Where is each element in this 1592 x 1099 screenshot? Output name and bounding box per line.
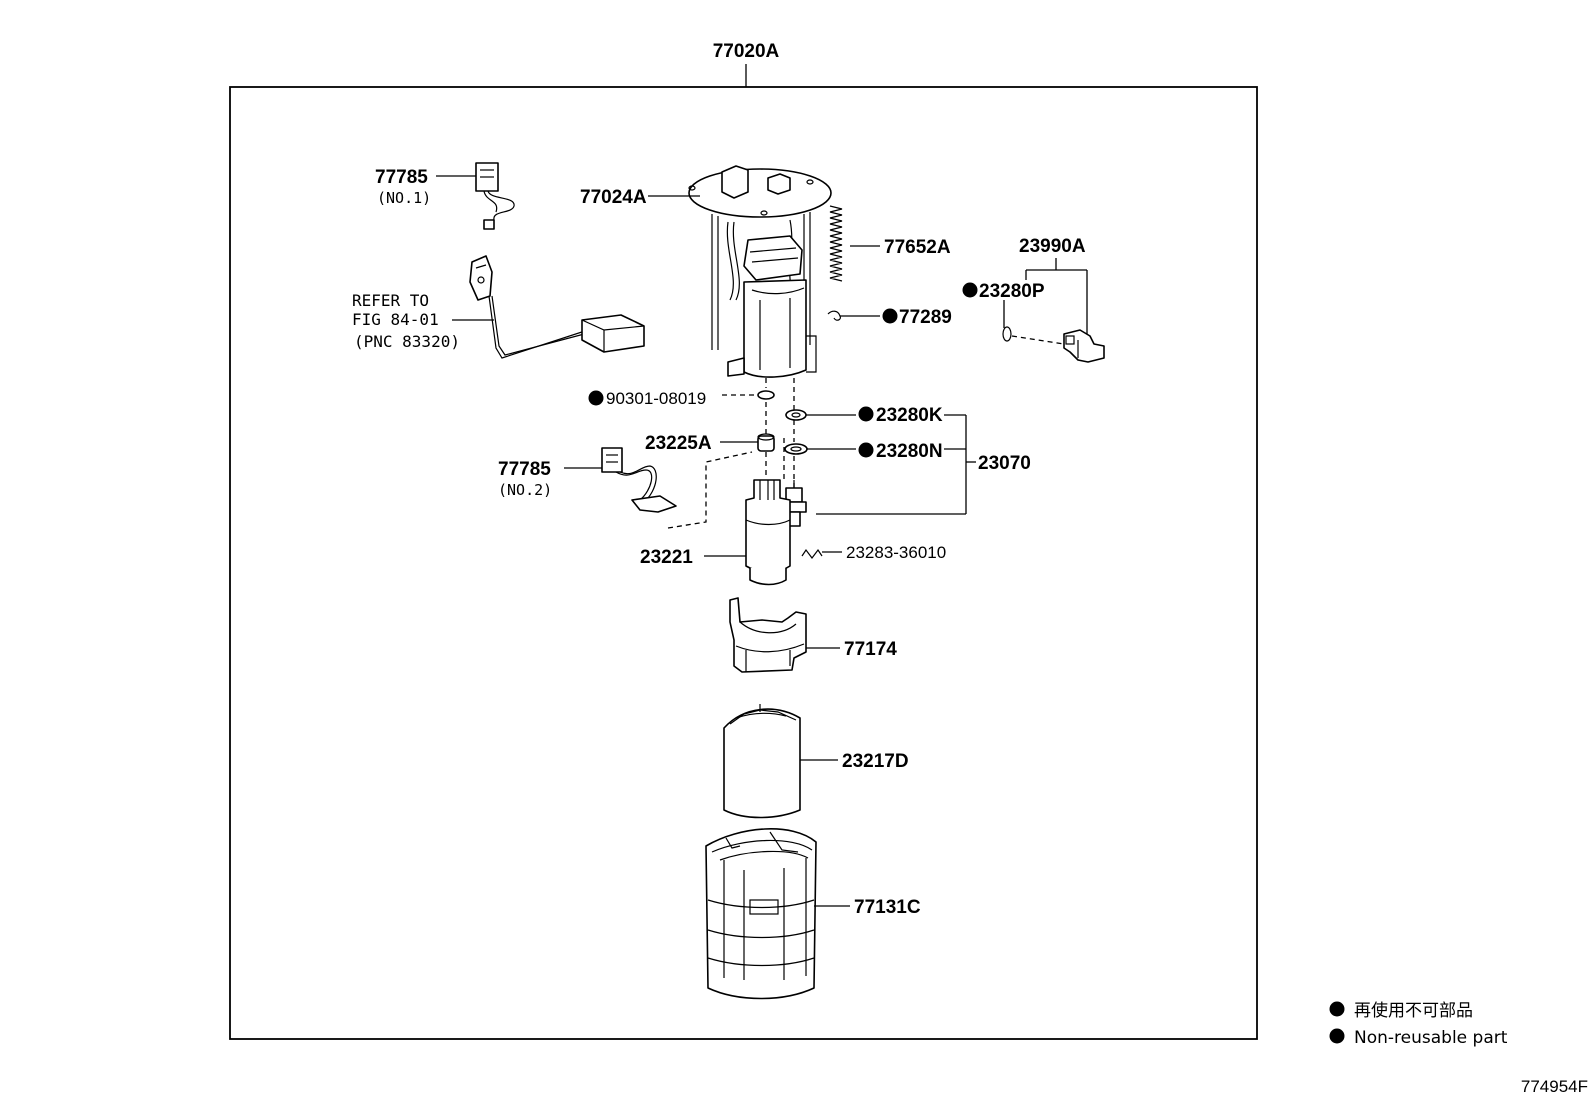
- fuel-pump-part: [745, 479, 791, 586]
- label-77785-no1[interactable]: 77785: [375, 167, 428, 188]
- sender-gauge-part: [469, 255, 645, 359]
- label-77024a[interactable]: 77024A: [580, 187, 647, 208]
- clip-77289-part: [827, 310, 841, 321]
- wire-connector-no2-part: [601, 447, 677, 513]
- label-77174[interactable]: 77174: [844, 639, 897, 660]
- label-23280n[interactable]: 23280N: [876, 441, 943, 462]
- assembly-label-77020a[interactable]: 77020A: [713, 41, 780, 62]
- refer-pnc: (PNC 83320): [354, 332, 460, 351]
- note-77785-no2: (NO.2): [498, 481, 552, 499]
- label-23217d[interactable]: 23217D: [842, 751, 909, 772]
- label-23283-36010[interactable]: 23283-36010: [846, 543, 946, 562]
- oring-90301-part: [757, 390, 775, 400]
- note-77785-no1: (NO.1): [377, 189, 431, 207]
- label-23070[interactable]: 23070: [978, 453, 1031, 474]
- label-23221[interactable]: 23221: [640, 547, 693, 568]
- label-23280k[interactable]: 23280K: [876, 405, 943, 426]
- legend-mark-1: [1329, 1001, 1345, 1017]
- spring-part: [829, 205, 843, 282]
- retainer-77174-part: [729, 597, 807, 673]
- nonreusable-mark-23280n: [858, 442, 874, 458]
- oring-23280k-part: [785, 409, 807, 421]
- oring-23280n-part: [784, 443, 808, 455]
- gauge-connector-no1-part: [475, 162, 515, 230]
- legend: 再使用不可部品 Non-reusable part: [1329, 1000, 1508, 1048]
- label-90301-08019[interactable]: 90301-08019: [606, 389, 706, 408]
- nonreusable-mark-23280p: [962, 282, 978, 298]
- refer-fig-link[interactable]: FIG 84-01: [352, 310, 439, 329]
- figure-code: 774954F: [1521, 1077, 1588, 1096]
- refer-line1: REFER TO: [352, 291, 429, 310]
- assembly-frame: [229, 64, 1258, 1040]
- fuel-filter-part: [723, 704, 801, 819]
- label-77289[interactable]: 77289: [899, 307, 952, 328]
- nonreusable-mark-90301: [588, 390, 604, 406]
- legend-mark-2: [1329, 1028, 1345, 1044]
- clip-23283-part: [801, 548, 823, 559]
- nonreusable-mark-77289: [882, 308, 898, 324]
- label-23280p[interactable]: 23280P: [979, 281, 1045, 302]
- label-23990a[interactable]: 23990A: [1019, 236, 1086, 257]
- pressure-regulator-part: [1063, 329, 1105, 363]
- sub-tank-part: [705, 828, 817, 1000]
- nonreusable-mark-23280k: [858, 406, 874, 422]
- legend-english: Non-reusable part: [1354, 1028, 1508, 1048]
- label-77131c[interactable]: 77131C: [854, 897, 921, 918]
- label-77785-no2[interactable]: 77785: [498, 459, 551, 480]
- legend-japanese: 再使用不可部品: [1354, 1000, 1473, 1021]
- cushion-23225a-part: [757, 433, 775, 452]
- label-23225a[interactable]: 23225A: [645, 433, 712, 454]
- fuel-suction-plate-part: [688, 165, 832, 378]
- regulator-oring-part: [1002, 326, 1012, 342]
- label-77652a[interactable]: 77652A: [884, 237, 951, 258]
